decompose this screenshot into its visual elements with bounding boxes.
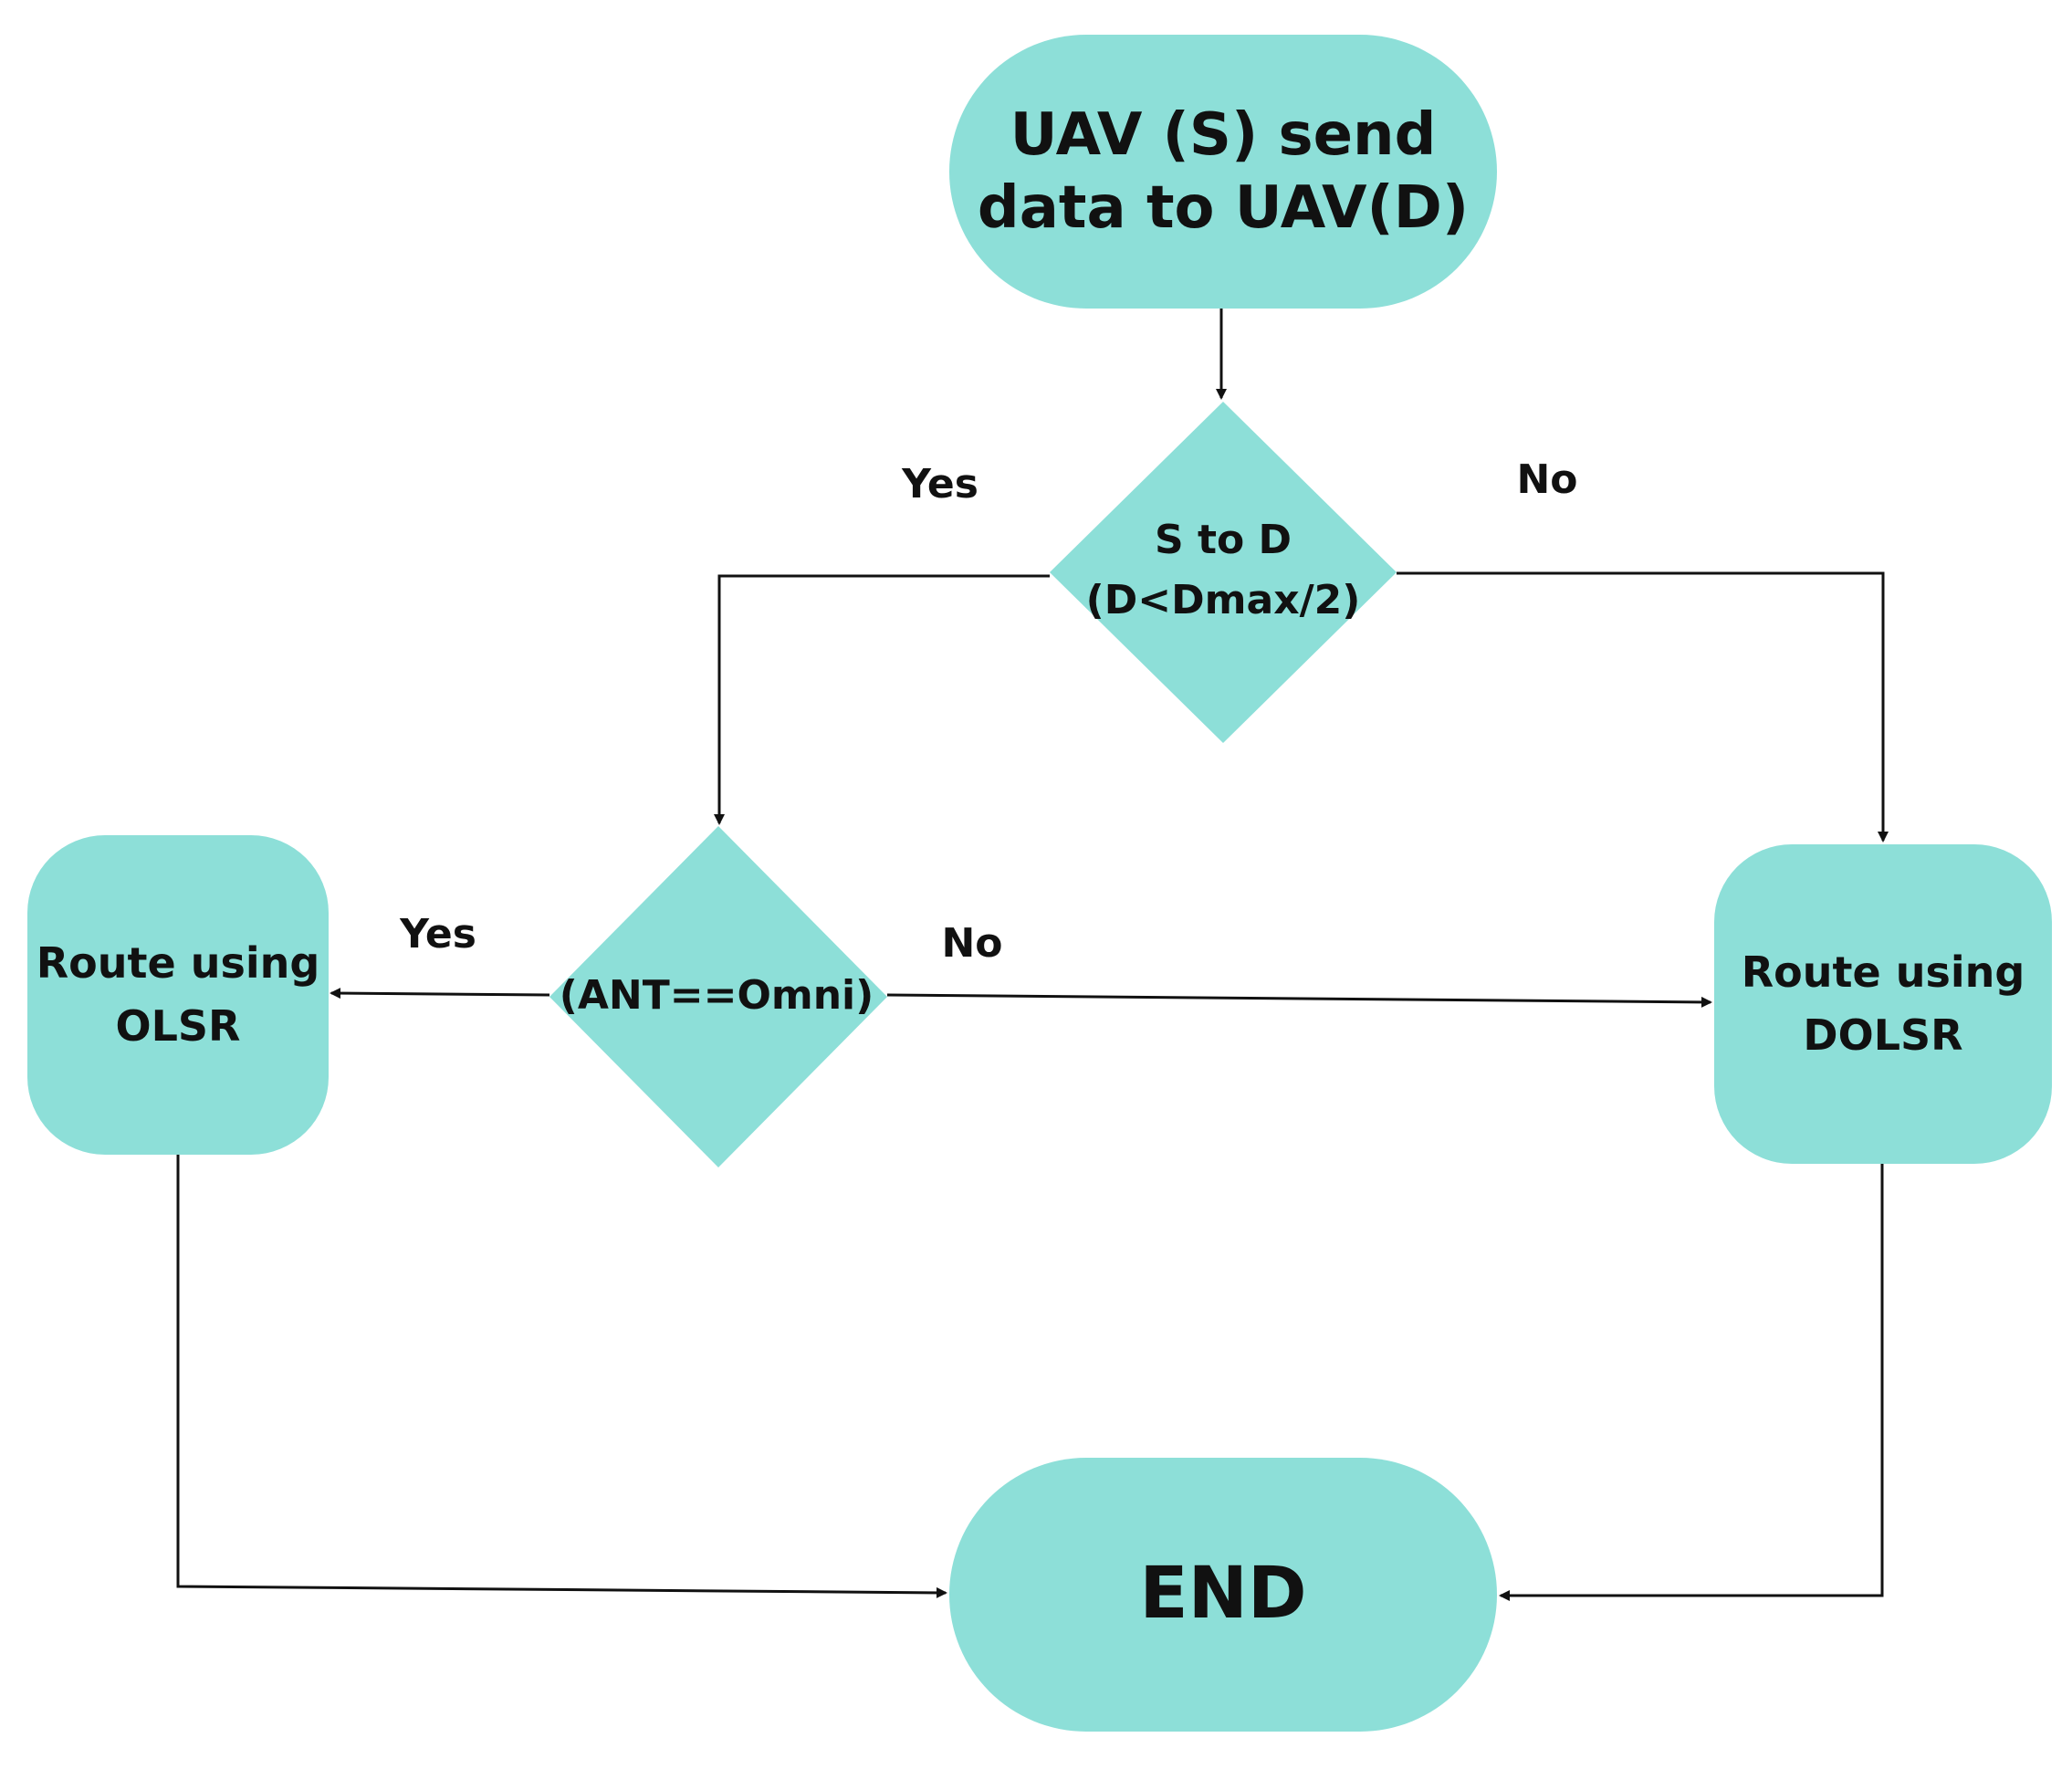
antenna-decision-label: (ANT==Omni) [559,971,874,1019]
connector-antenna-no [886,993,1712,1008]
dolsr-process-shape [1714,844,2052,1164]
distance-decision-shape [1050,402,1397,743]
end-terminal-shape [949,1458,1497,1732]
start-terminal-shape [949,35,1497,309]
distance-yes-label: Yes [902,460,978,508]
connector-distance-yes [714,574,1050,825]
olsr-process-label: Route using OLSR [36,938,320,1051]
antenna-no-label: No [941,919,1003,967]
connector-dolsr-to-end [1499,1164,1884,1601]
connector-olsr-to-end [176,1155,947,1598]
distance-decision-label: S to D (D<Dmax/2) [1085,517,1361,623]
distance-no-label: No [1516,455,1578,503]
connector-antenna-yes [330,988,550,1000]
start-terminal-label: UAV (S) send data to UAV(D) [977,101,1470,242]
end-terminal-label: END [1139,1553,1307,1636]
dolsr-process-label: Route using DOLSR [1741,947,2025,1060]
antenna-decision-shape [549,826,887,1167]
olsr-process-shape [27,835,329,1155]
antenna-yes-label: Yes [400,910,476,958]
connector-distance-no [1397,571,1889,843]
